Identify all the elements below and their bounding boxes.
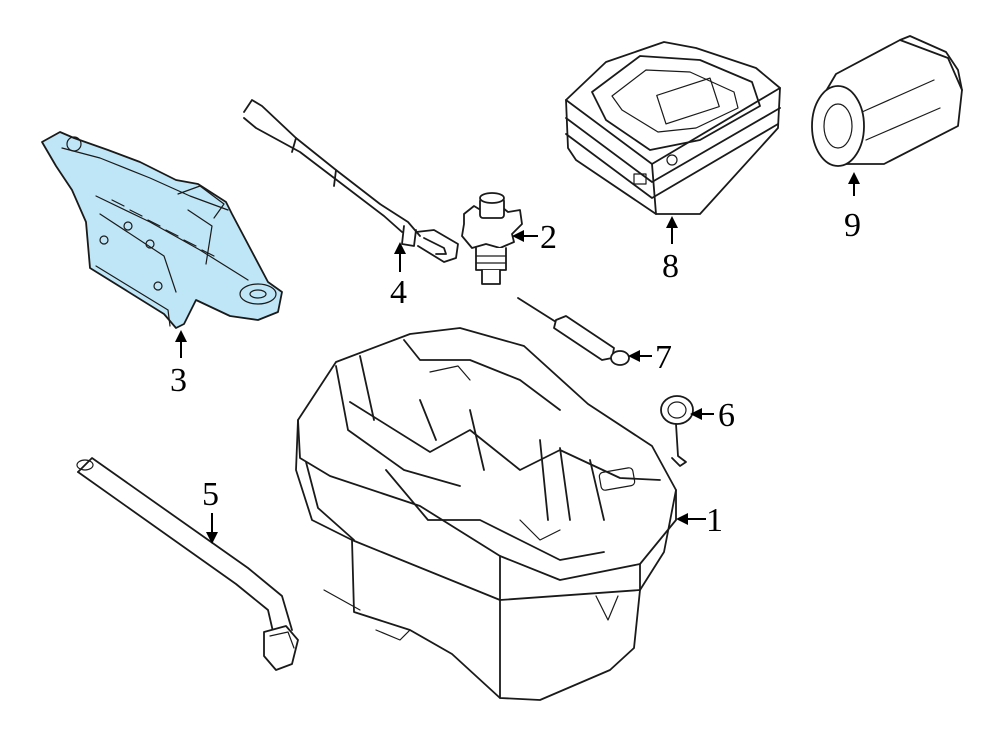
callout-4: 4 xyxy=(390,274,407,311)
part-8-tool-box[interactable] xyxy=(565,41,781,215)
part-4-jack-handle[interactable] xyxy=(243,99,459,263)
callout-6: 6 xyxy=(718,397,735,434)
callout-8: 8 xyxy=(662,248,679,285)
part-2-jack-knob[interactable] xyxy=(461,192,523,285)
part-7-screwdriver[interactable] xyxy=(517,297,630,366)
callout-7: 7 xyxy=(655,339,672,376)
callout-1: 1 xyxy=(706,502,723,539)
part-6-key-ring[interactable] xyxy=(660,395,694,467)
part-9-canister[interactable] xyxy=(811,35,963,167)
part-1-storage-tray[interactable] xyxy=(295,327,677,701)
callout-3: 3 xyxy=(170,362,187,399)
part-3-scissor-jack[interactable] xyxy=(41,131,283,329)
callout-arrows xyxy=(175,172,860,544)
callout-labels: 1 2 3 4 5 6 7 8 9 xyxy=(170,207,861,539)
callout-2: 2 xyxy=(540,219,557,256)
jack-body xyxy=(41,131,283,329)
part-5-lug-wrench[interactable] xyxy=(76,457,299,671)
callout-9: 9 xyxy=(844,207,861,244)
callout-5: 5 xyxy=(202,476,219,513)
